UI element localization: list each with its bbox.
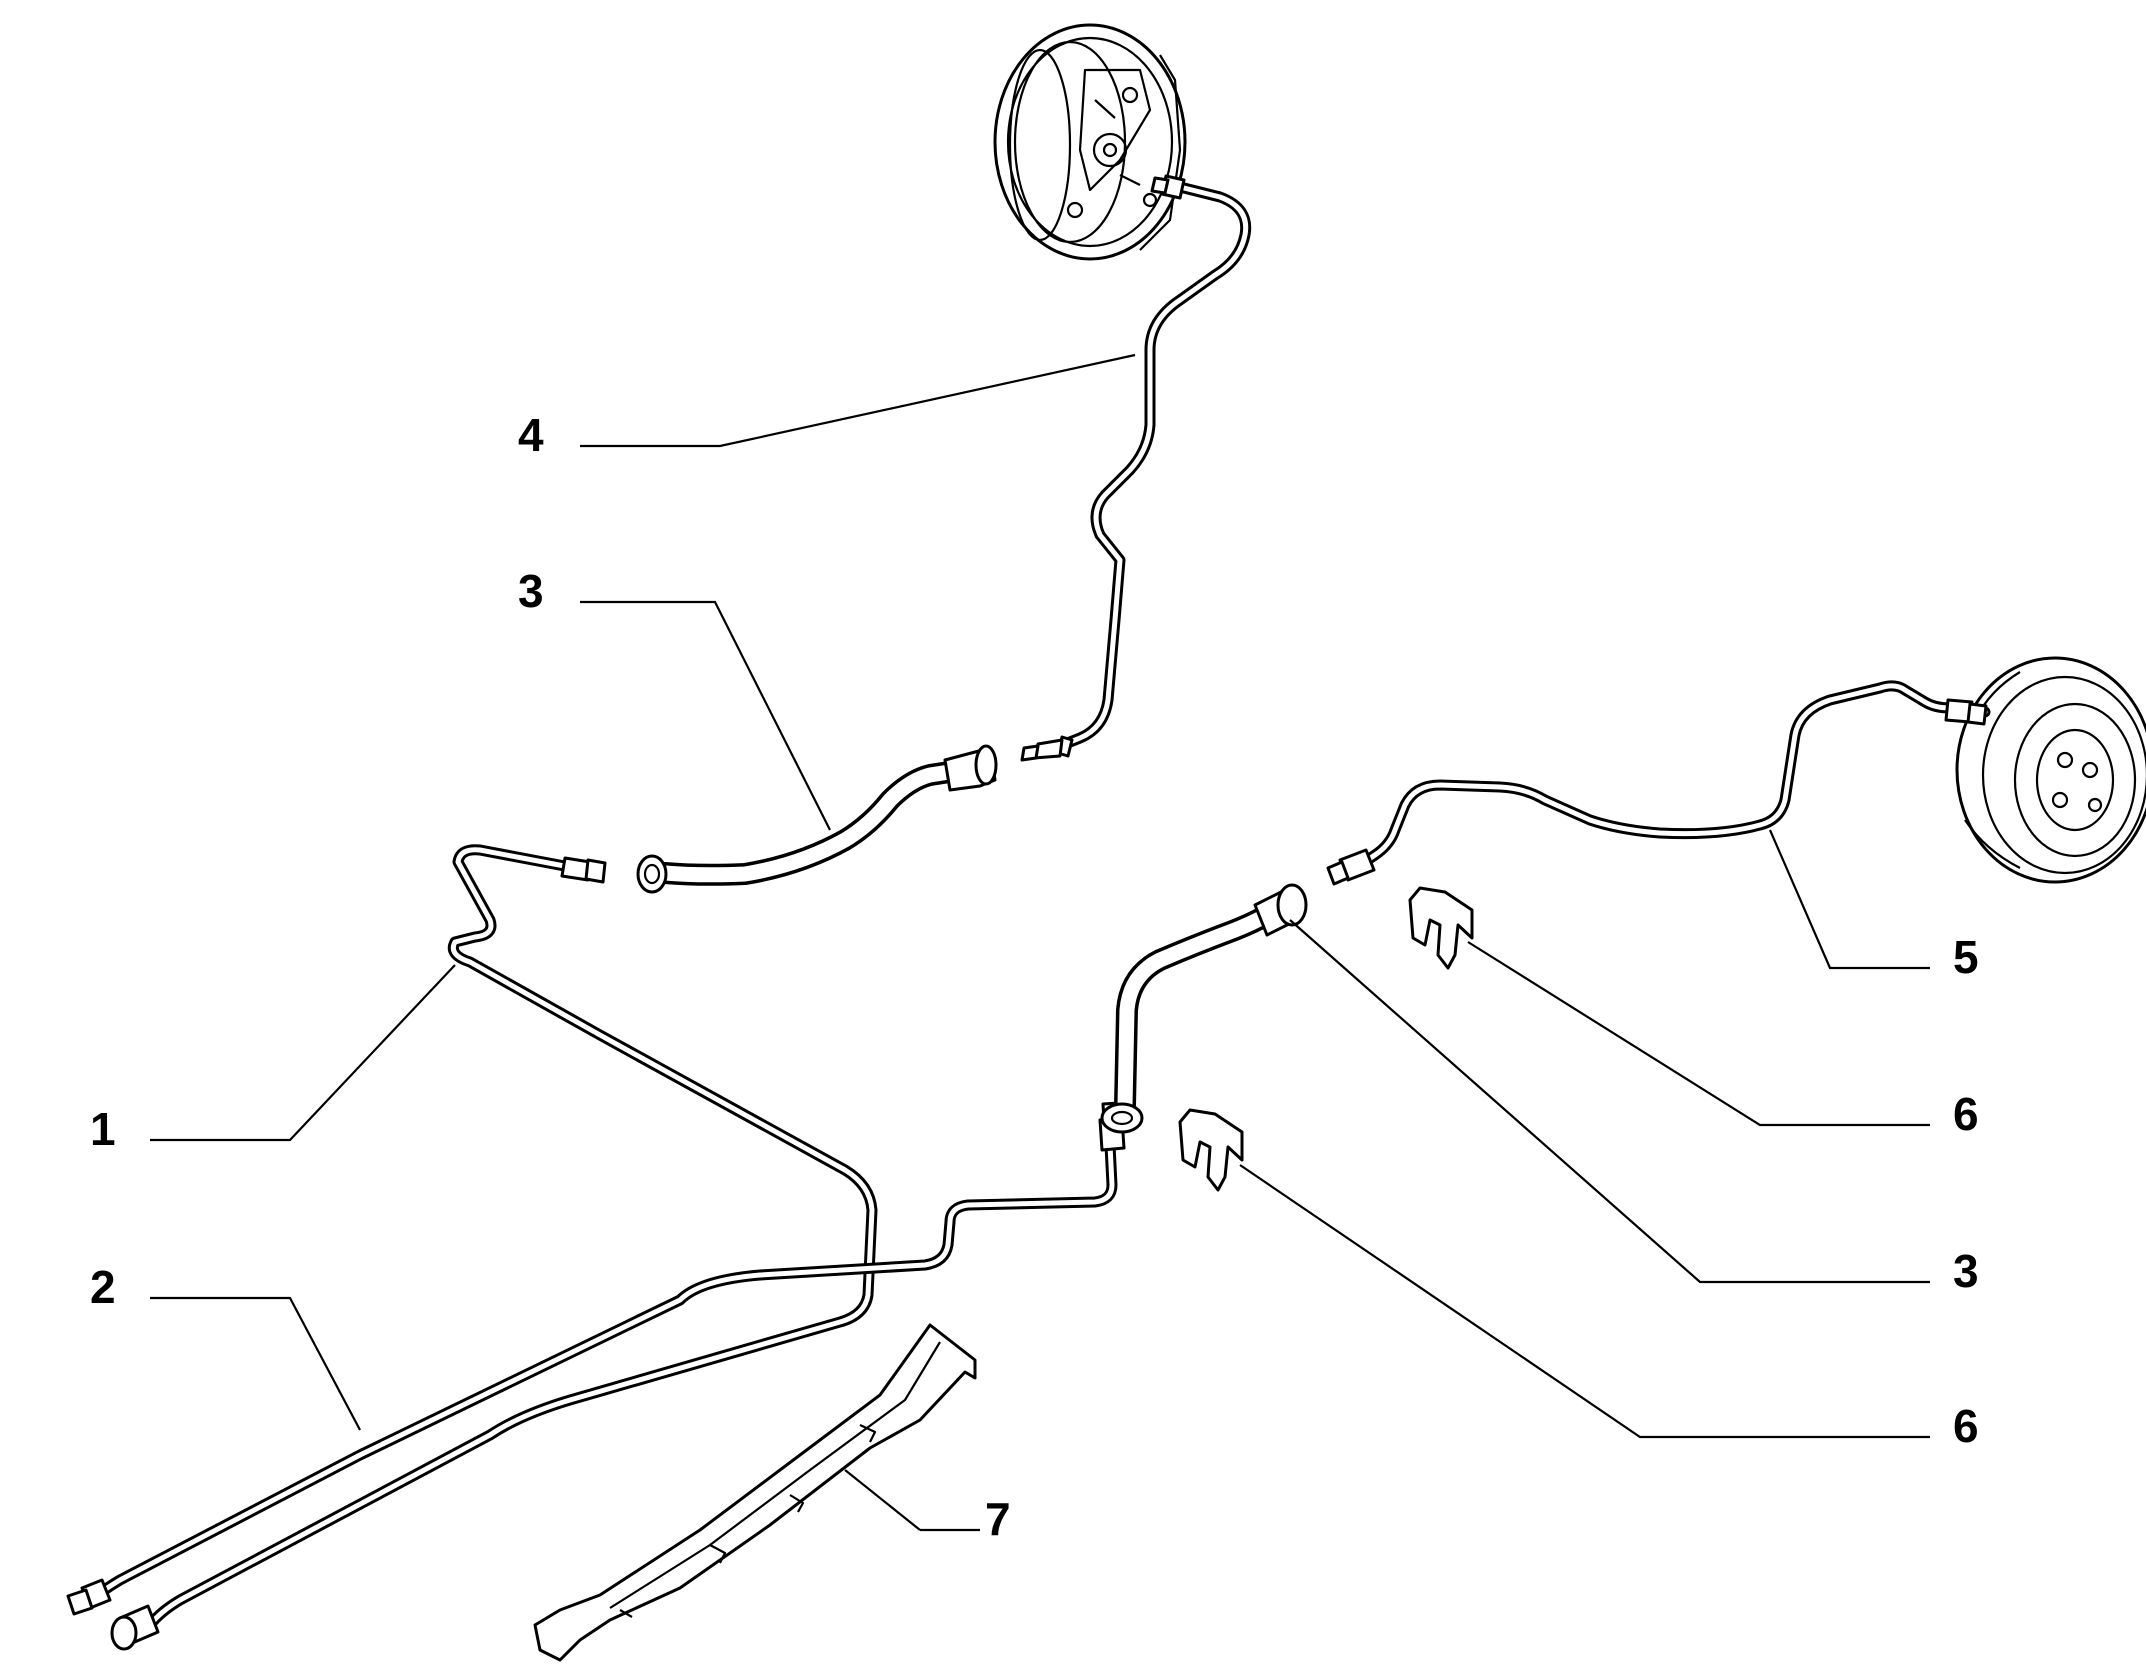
leader-5 <box>1768 829 1930 970</box>
brake-drum-top <box>993 23 1187 261</box>
leader-6-lower <box>1239 1164 1930 1439</box>
callout-3-upper: 3 <box>518 565 544 617</box>
pipe-5 <box>1326 680 1991 886</box>
leader-lines <box>150 353 1930 1532</box>
leader-4 <box>580 353 1136 448</box>
callout-3-lower: 3 <box>1953 1245 1979 1297</box>
brake-drum-right <box>1955 656 2146 884</box>
callout-4: 4 <box>518 409 544 461</box>
callout-2: 2 <box>90 1261 116 1313</box>
clip-6-upper <box>1408 886 1474 970</box>
leader-7-diag <box>844 1469 921 1531</box>
pipe-4 <box>1020 174 1252 762</box>
callout-5: 5 <box>1953 931 1979 983</box>
leader-3-upper <box>580 600 831 831</box>
pipe-1 <box>110 844 878 1651</box>
callout-7: 7 <box>985 1493 1011 1545</box>
callout-1: 1 <box>90 1103 116 1155</box>
clip-6-lower <box>1178 1108 1244 1192</box>
callout-6-upper: 6 <box>1953 1088 1979 1140</box>
hose-3-upper <box>636 744 998 894</box>
hose-3-lower <box>1100 883 1308 1134</box>
leader-1 <box>150 964 456 1142</box>
leader-3-lower <box>1289 919 1930 1284</box>
leader-2 <box>150 1296 361 1431</box>
leader-6-upper <box>1467 941 1930 1127</box>
callout-6-lower: 6 <box>1953 1400 1979 1452</box>
rail-7 <box>533 1323 977 1662</box>
